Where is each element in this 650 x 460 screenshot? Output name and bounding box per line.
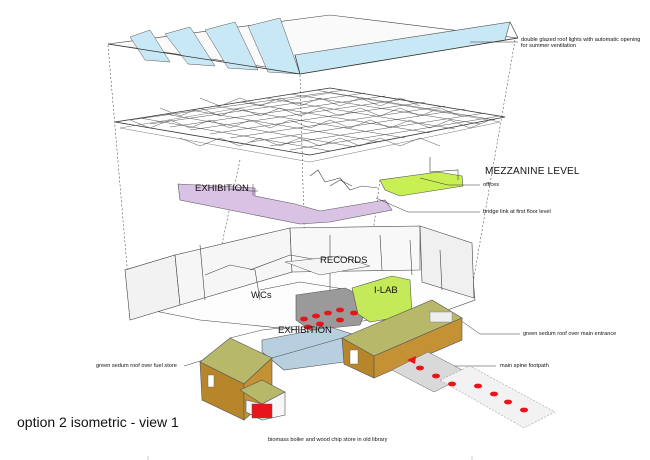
biomass-annotation: biomass boiler and wood chip store in ol…	[268, 437, 388, 443]
roof-lights-line1: double glazed roof lights with automatic…	[521, 37, 641, 43]
mezzanine-level-label: MEZZANINE LEVEL	[485, 166, 580, 177]
fuel-store-building	[199, 337, 286, 421]
roof-glazing	[107, 14, 519, 75]
main-entrance-building	[341, 299, 463, 379]
exhibition-upper-label: EXHIBITION	[195, 183, 249, 194]
wcs-label: WCs	[251, 290, 272, 301]
offices-annotation: offices	[483, 182, 500, 188]
ilab-label: I-LAB	[374, 285, 398, 296]
space-frame	[114, 87, 506, 163]
spine-footpath-annotation: main spine footpath	[500, 363, 549, 369]
bridge-link-annotation: bridge link at first floor level	[483, 209, 551, 215]
sedum-main-annotation: green sedum roof over main entrance	[523, 331, 617, 337]
records-area	[295, 287, 371, 331]
records-frame	[284, 255, 371, 276]
diagram-title: option 2 isometric - view 1	[17, 414, 179, 430]
connector-lines	[229, 325, 343, 359]
mezzanine-level	[177, 157, 464, 225]
records-label: RECORDS	[320, 255, 368, 266]
exhibition-lower-label: EXHIBITION	[278, 325, 332, 336]
page-ticks	[147, 456, 473, 460]
roof-lights-annotation: double glazed roof lights with automatic…	[521, 37, 640, 50]
roof-lights-line2: for summer ventilation	[521, 43, 577, 50]
spine-footpath	[391, 351, 556, 429]
circulation-markers	[300, 307, 358, 330]
sedum-fuel-annotation: green sedum roof over fuel store	[96, 363, 177, 369]
projection-lines	[107, 39, 516, 301]
